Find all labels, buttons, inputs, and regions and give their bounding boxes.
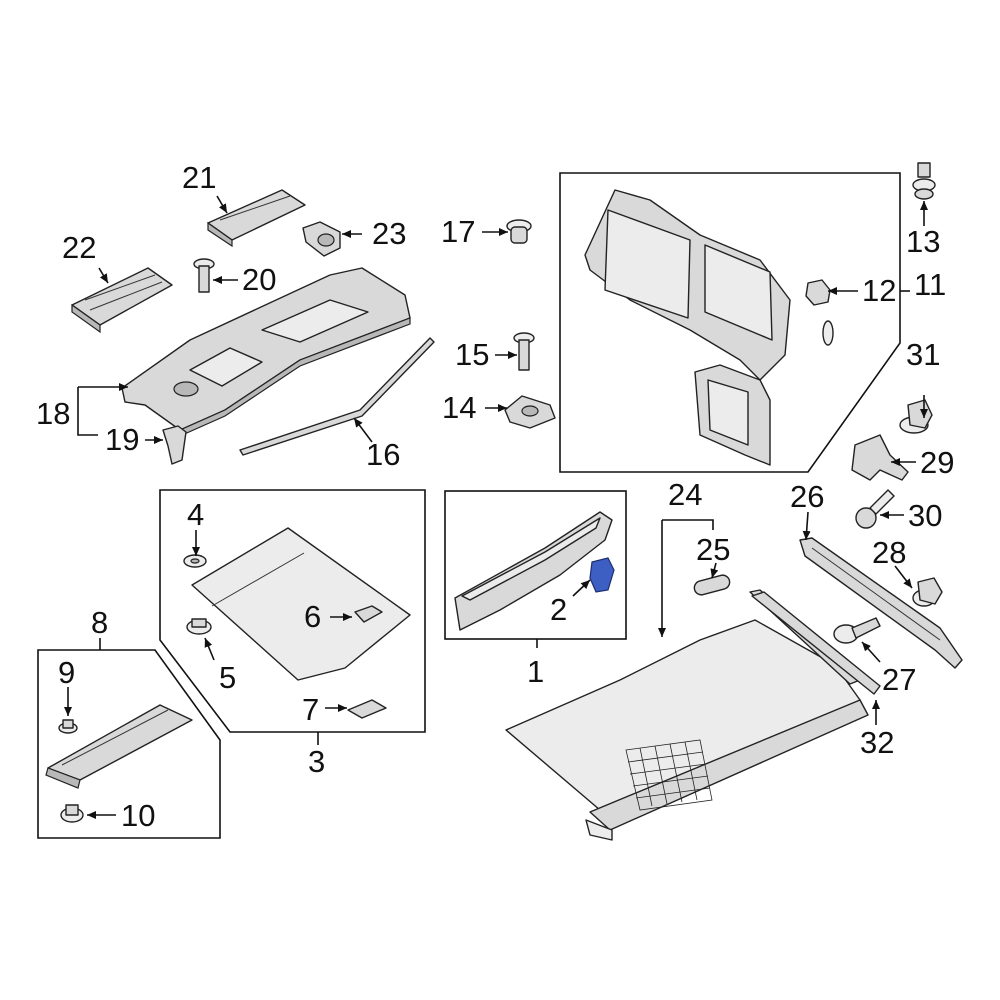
part-22-trim-cover[interactable] [71,267,173,334]
callout-31[interactable]: 31 [906,337,940,372]
callout-20[interactable]: 20 [242,262,276,297]
callout-28[interactable]: 28 [872,535,906,570]
callout-19[interactable]: 19 [105,422,139,457]
part-25-trim-piece[interactable] [693,574,731,597]
group-box-11 [559,172,901,473]
part-23-clip[interactable] [302,221,341,257]
callout-11[interactable]: 11 [914,267,946,302]
callout-26[interactable]: 26 [790,479,824,514]
part-27-screw[interactable] [833,617,881,644]
part-11-side-trim-panel[interactable] [584,189,834,466]
callout-10[interactable]: 10 [121,798,155,833]
callout-8[interactable]: 8 [91,605,108,640]
callout-5[interactable]: 5 [219,660,236,695]
part-9-pin[interactable] [58,719,78,734]
callout-25[interactable]: 25 [696,532,730,567]
callout-6[interactable]: 6 [304,599,321,634]
callout-3[interactable]: 3 [308,744,325,779]
part-5-fastener[interactable] [186,618,212,635]
callout-27[interactable]: 27 [882,662,916,697]
part-15-bolt[interactable] [513,332,535,371]
part-4-grommet[interactable] [183,554,207,568]
part-24-cargo-cover[interactable] [505,589,869,841]
part-12-clip[interactable] [805,279,831,306]
callout-32[interactable]: 32 [860,725,894,760]
part-18-package-tray[interactable] [121,267,411,437]
callout-14[interactable]: 14 [442,390,476,425]
part-29-bracket[interactable] [851,434,909,481]
group-box-3 [159,489,426,733]
part-3-floor-mat[interactable] [191,527,411,681]
callout-15[interactable]: 15 [455,337,489,372]
callout-23[interactable]: 23 [372,216,406,251]
leader-lines [64,195,928,819]
callout-29[interactable]: 29 [920,445,954,480]
part-6-clip[interactable] [354,605,383,623]
part-1-sill-trim[interactable] [454,511,613,631]
callout-2[interactable]: 2 [550,592,567,627]
part-26-side-rail[interactable] [799,537,963,669]
part-28-nut[interactable] [912,577,943,607]
callout-9[interactable]: 9 [58,655,75,690]
part-21-trim-cover[interactable] [207,189,306,248]
callout-7[interactable]: 7 [302,692,319,727]
callout-22[interactable]: 22 [62,230,96,265]
part-8-bracket[interactable] [45,704,193,789]
part-10-nut[interactable] [60,804,84,823]
callout-1[interactable]: 1 [527,654,544,689]
part-31-nut[interactable] [899,399,933,434]
group-box-1 [444,490,627,640]
callout-30[interactable]: 30 [908,498,942,533]
part-7-clip[interactable] [347,699,387,719]
part-16-trim-strip[interactable] [239,337,435,456]
callout-21[interactable]: 21 [182,160,216,195]
part-13-push-pin[interactable] [912,162,936,200]
part-19-clip[interactable] [162,425,187,465]
callout-13[interactable]: 13 [906,224,940,259]
part-32-rail[interactable] [751,591,881,695]
callout-4[interactable]: 4 [187,497,204,532]
callout-16[interactable]: 16 [366,437,400,472]
group-box-8 [37,649,221,839]
part-14-bracket[interactable] [504,395,556,429]
part-17-cap[interactable] [506,219,532,244]
callout-18[interactable]: 18 [36,396,70,431]
callout-24[interactable]: 24 [668,477,702,512]
part-30-bolt[interactable] [855,489,895,529]
callout-12[interactable]: 12 [862,273,896,308]
part-20-bolt[interactable] [193,258,215,293]
callout-labels: 22 21 20 23 18 19 16 17 15 14 12 11 13 3… [36,160,954,833]
callout-17[interactable]: 17 [441,214,475,249]
part-2-clip[interactable] [589,557,615,593]
